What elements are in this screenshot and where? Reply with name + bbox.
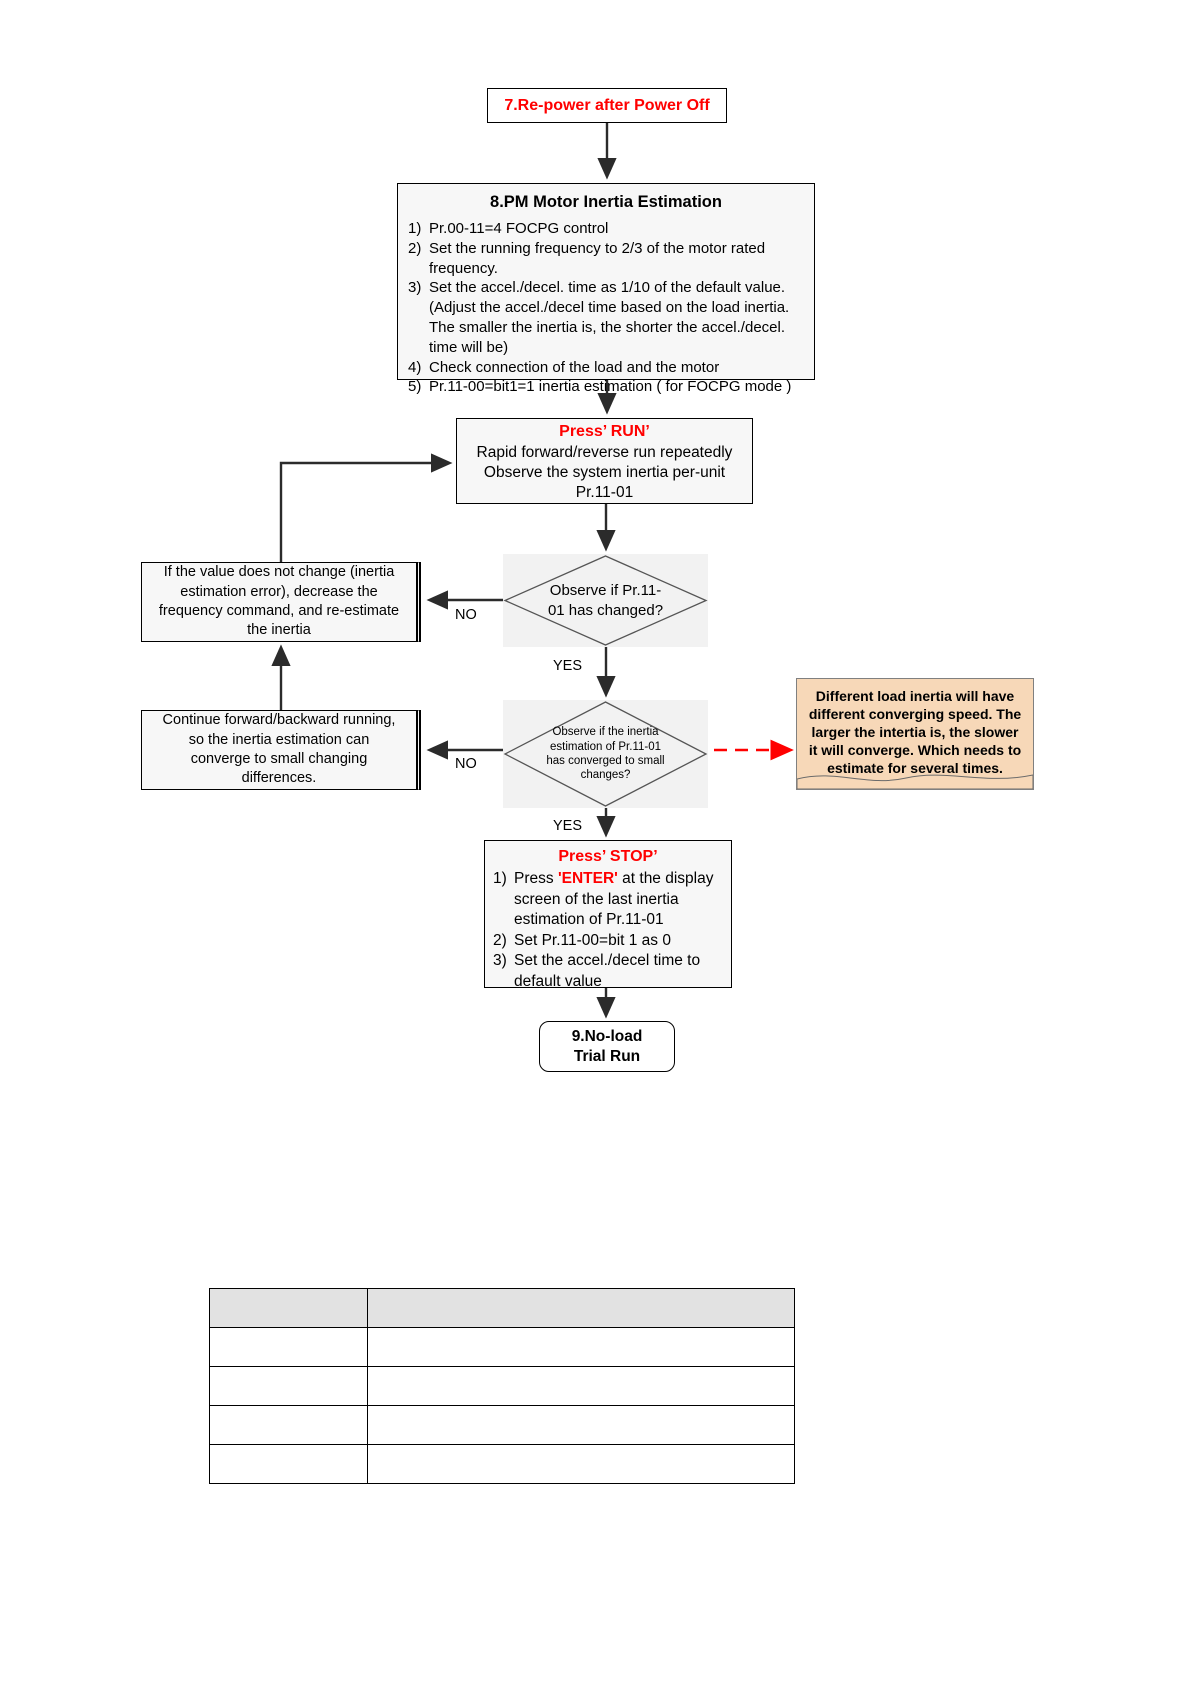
stop-item-1-text: Press 'ENTER' at the display xyxy=(514,869,723,889)
left1-line1: If the value does not change (inertia xyxy=(163,564,395,581)
table-cell-col2 xyxy=(367,1327,795,1367)
pm-item-1-num: 1) xyxy=(408,219,422,237)
pm-item-3-cont-c: time will be) xyxy=(429,338,509,356)
table-cell-col2 xyxy=(367,1405,795,1445)
decision-2-line4: changes? xyxy=(580,769,631,782)
decision-2-line1: Observe if the inertia xyxy=(552,726,659,739)
left1-line3: frequency command, and re-estimate xyxy=(158,603,400,619)
node-press-run[interactable]: Press’ RUN’ Rapid forward/reverse run re… xyxy=(456,418,753,504)
edge-label-yes-2: YES xyxy=(553,818,583,834)
stop-item-3: 3) Set the accel./decel time to xyxy=(493,951,723,971)
node-inertia-error-retry[interactable]: If the value does not change (inertia es… xyxy=(141,562,421,642)
table-cell-col1 xyxy=(209,1405,368,1445)
node-pm-motor-inertia-estimation[interactable]: 8.PM Motor Inertia Estimation 1) Pr.00-1… xyxy=(397,183,815,395)
pm-item-4-num: 4) xyxy=(408,358,422,376)
pm-item-2: 2) Set the running frequency to 2/3 of t… xyxy=(408,239,804,259)
table-cell-col1 xyxy=(209,1327,368,1367)
no-load-line2: Trial Run xyxy=(573,1047,641,1065)
bottom-table xyxy=(209,1288,795,1484)
note-line2: different converging speed. The xyxy=(808,706,1022,723)
stop-item-1-a: Press xyxy=(514,870,558,888)
note-line4: it will converge. Which needs to xyxy=(808,742,1022,759)
stop-item-1-cont1: screen of the last inertia xyxy=(514,890,679,908)
edge-label-no-1: NO xyxy=(455,607,477,623)
edge-label-no-2: NO xyxy=(455,756,477,772)
table-cell-col1 xyxy=(209,1444,368,1484)
node-continue-running-converge[interactable]: Continue forward/backward running, so th… xyxy=(141,710,421,790)
node-press-stop[interactable]: Press’ STOP’ 1) Press 'ENTER' at the dis… xyxy=(484,840,732,990)
table-row xyxy=(209,1366,795,1406)
pm-item-2-text: Set the running frequency to 2/3 of the … xyxy=(429,239,766,257)
table-row xyxy=(209,1288,795,1328)
table-cell-col1 xyxy=(209,1366,368,1406)
decision-2-text: Observe if the inertia estimation of Pr.… xyxy=(503,700,708,808)
pm-item-3: 3) Set the accel./decel. time as 1/10 of… xyxy=(408,278,804,298)
node-repower-after-power-off[interactable]: 7.Re-power after Power Off xyxy=(487,88,727,123)
decision-observe-inertia-converged[interactable]: Observe if the inertia estimation of Pr.… xyxy=(503,700,708,808)
note-wave-decoration xyxy=(797,774,1033,789)
decision-1-text: Observe if Pr.11- 01 has changed? xyxy=(503,554,708,647)
stop-item-3-text: Set the accel./decel time to xyxy=(514,952,701,970)
pm-item-2-cont: frequency. xyxy=(429,259,498,277)
pm-item-3-cont-b: The smaller the inertia is, the shorter … xyxy=(429,318,786,336)
pm-header: 8.PM Motor Inertia Estimation xyxy=(490,193,722,211)
diamond-shape-2 xyxy=(503,701,708,807)
press-stop-header: Press’ STOP’ xyxy=(558,848,658,865)
note-line3: larger the intertia is, the slower xyxy=(811,724,1019,741)
decision-1-line2: 01 has changed? xyxy=(547,601,664,619)
left2-line2: so the inertia estimation can xyxy=(188,731,370,748)
note-line1: Different load inertia will have xyxy=(815,688,1015,704)
stop-item-1-num: 1) xyxy=(493,870,507,888)
pm-item-3-num: 3) xyxy=(408,279,422,297)
note-line5: estimate for several times. xyxy=(827,760,1003,777)
pm-item-1-text: Pr.00-11=4 FOCPG control xyxy=(429,219,609,237)
stop-item-3-cont: default value xyxy=(514,972,602,990)
table-cell-col2 xyxy=(367,1288,795,1328)
pm-item-5: 5) Pr.11-00=bit1=1 inertia estimation ( … xyxy=(408,377,804,397)
table-cell-col2 xyxy=(367,1444,795,1484)
bottom-table-body xyxy=(209,1288,795,1484)
diamond-shape-1 xyxy=(503,555,708,646)
press-run-line1: Rapid forward/reverse run repeatedly xyxy=(476,443,733,461)
decision-observe-pr-11-01-changed[interactable]: Observe if Pr.11- 01 has changed? xyxy=(503,554,708,647)
press-run-line3: Pr.11-01 xyxy=(575,484,634,502)
stop-item-1: 1) Press 'ENTER' at the display xyxy=(493,869,723,889)
press-run-header: Press’ RUN’ xyxy=(559,422,650,440)
stop-item-1-b: at the display xyxy=(617,870,714,888)
table-row xyxy=(209,1327,795,1367)
node-repower-label: 7.Re-power after Power Off xyxy=(504,96,710,114)
pm-item-2-num: 2) xyxy=(408,239,422,257)
stop-item-2-text: Set Pr.11-00=bit 1 as 0 xyxy=(514,931,671,949)
table-cell-col1 xyxy=(209,1288,368,1328)
edge-label-yes-1: YES xyxy=(553,658,583,674)
decision-1-line1: Observe if Pr.11- xyxy=(549,582,662,599)
decision-2-line3: has converged to small xyxy=(546,755,665,767)
left1-line4: the inertia xyxy=(247,622,311,639)
note-load-inertia-converging-speed: Different load inertia will have differe… xyxy=(796,678,1034,790)
stop-item-2: 2) Set Pr.11-00=bit 1 as 0 xyxy=(493,931,723,951)
left1-line2: estimation error), decrease the xyxy=(180,583,378,600)
table-cell-col2 xyxy=(367,1366,795,1406)
pm-item-4: 4) Check connection of the load and the … xyxy=(408,358,804,378)
decision-2-line2: estimation of Pr.11-01 xyxy=(549,740,661,753)
left2-line3: converge to small changing xyxy=(190,751,368,767)
pm-item-5-text: Pr.11-00=bit1=1 inertia estimation ( for… xyxy=(429,378,792,396)
pm-item-3-cont-a: (Adjust the accel./decel time based on t… xyxy=(429,299,790,317)
table-row xyxy=(209,1405,795,1445)
pm-item-4-text: Check connection of the load and the mot… xyxy=(429,358,720,376)
pm-item-5-num: 5) xyxy=(408,378,422,396)
stop-item-2-num: 2) xyxy=(493,931,507,949)
left2-line1: Continue forward/backward running, xyxy=(162,712,396,729)
pm-item-3-text: Set the accel./decel. time as 1/10 of th… xyxy=(429,279,786,297)
stop-item-3-num: 3) xyxy=(493,952,507,970)
no-load-line1: 9.No-load xyxy=(571,1028,643,1046)
table-row xyxy=(209,1444,795,1484)
left2-line4: differences. xyxy=(241,770,317,787)
stop-item-1-enter-key: 'ENTER' xyxy=(557,870,618,888)
pm-item-1: 1) Pr.00-11=4 FOCPG control xyxy=(408,219,804,239)
press-run-line2: Observe the system inertia per-unit xyxy=(483,464,726,482)
stop-item-1-cont2: estimation of Pr.11-01 xyxy=(514,911,664,929)
node-no-load-trial-run[interactable]: 9.No-load Trial Run xyxy=(539,1021,675,1072)
